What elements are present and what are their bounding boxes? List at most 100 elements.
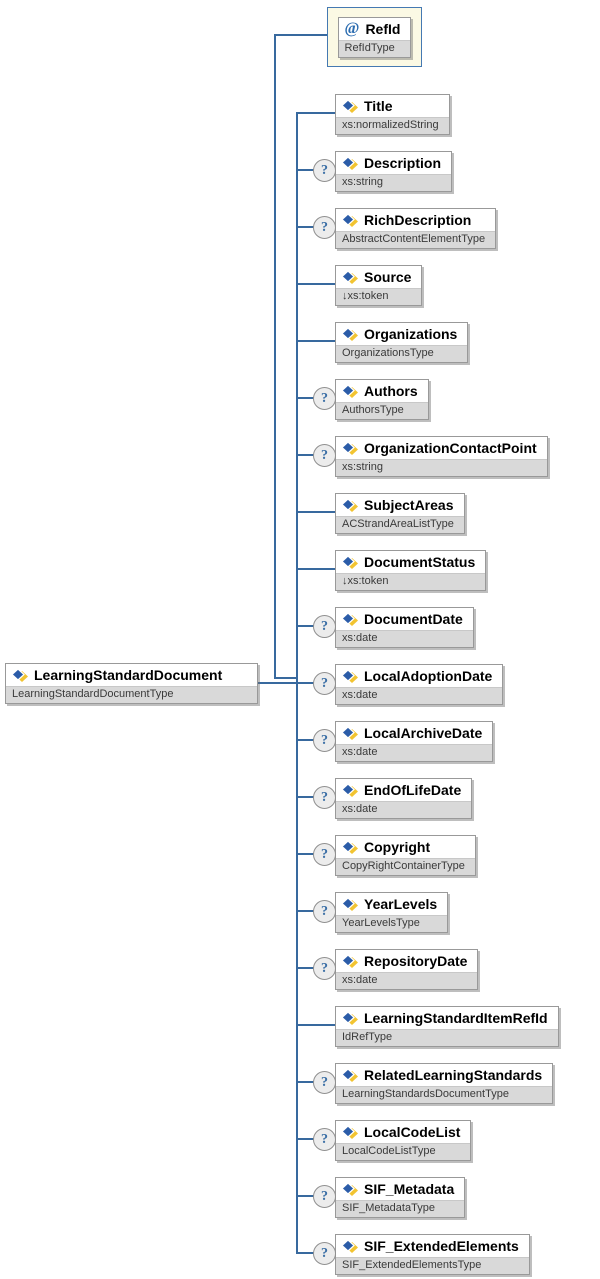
element-node-OrganizationContactPoint: ? OrganizationContactPoint xs:string bbox=[296, 436, 548, 477]
optional-icon: ? bbox=[313, 1185, 336, 1208]
element-box[interactable]: YearLevels YearLevelsType bbox=[335, 892, 449, 933]
connector-stub bbox=[296, 340, 335, 342]
element-icon bbox=[342, 384, 358, 398]
element-name: Source bbox=[364, 269, 412, 285]
element-type: CopyRightContainerType bbox=[336, 858, 475, 875]
element-icon bbox=[342, 897, 358, 911]
element-type: xs:date bbox=[336, 744, 493, 761]
element-icon bbox=[342, 1182, 358, 1196]
element-node-DocumentStatus: DocumentStatus ↓xs:token bbox=[296, 550, 487, 591]
element-name: Title bbox=[364, 98, 393, 114]
connector-stub bbox=[296, 283, 335, 285]
element-icon bbox=[342, 1011, 358, 1025]
element-type: AbstractContentElementType bbox=[336, 231, 496, 248]
element-node-SIF_Metadata: ? SIF_Metadata SIF_MetadataType bbox=[296, 1177, 466, 1218]
element-box[interactable]: Authors AuthorsType bbox=[335, 379, 429, 420]
element-icon bbox=[342, 99, 358, 113]
element-type: YearLevelsType bbox=[336, 915, 448, 932]
element-node-Title: Title xs:normalizedString bbox=[296, 94, 450, 135]
element-box[interactable]: SIF_Metadata SIF_MetadataType bbox=[335, 1177, 466, 1218]
element-name: LocalCodeList bbox=[364, 1124, 461, 1140]
element-icon bbox=[12, 668, 28, 682]
element-box[interactable]: Title xs:normalizedString bbox=[335, 94, 450, 135]
element-name: RelatedLearningStandards bbox=[364, 1067, 543, 1083]
element-node-Source: Source ↓xs:token bbox=[296, 265, 423, 306]
element-name: DocumentStatus bbox=[364, 554, 476, 570]
element-icon bbox=[342, 441, 358, 455]
element-box[interactable]: Organizations OrganizationsType bbox=[335, 322, 469, 363]
root-element-node: LearningStandardDocument LearningStandar… bbox=[5, 663, 258, 704]
element-box[interactable]: RelatedLearningStandards LearningStandar… bbox=[335, 1063, 554, 1104]
element-type: xs:date bbox=[336, 687, 503, 704]
connector-stub bbox=[296, 1024, 335, 1026]
connector-attribute-jog bbox=[274, 677, 298, 679]
element-box[interactable]: OrganizationContactPoint xs:string bbox=[335, 436, 548, 477]
element-node-Copyright: ? Copyright CopyRightContainerType bbox=[296, 835, 476, 876]
element-type: IdRefType bbox=[336, 1029, 558, 1046]
optional-icon: ? bbox=[313, 615, 336, 638]
element-node-LearningStandardItemRefId: LearningStandardItemRefId IdRefType bbox=[296, 1006, 559, 1047]
element-icon bbox=[342, 498, 358, 512]
element-box[interactable]: DocumentDate xs:date bbox=[335, 607, 474, 648]
root-element-box[interactable]: LearningStandardDocument LearningStandar… bbox=[5, 663, 258, 704]
element-box[interactable]: LearningStandardItemRefId IdRefType bbox=[335, 1006, 559, 1047]
optional-icon: ? bbox=[313, 444, 336, 467]
element-type: xs:date bbox=[336, 630, 473, 647]
element-icon bbox=[342, 783, 358, 797]
attribute-box[interactable]: @ RefId RefIdType bbox=[337, 17, 412, 58]
element-name: RichDescription bbox=[364, 212, 472, 228]
element-type: xs:date bbox=[336, 801, 472, 818]
element-icon bbox=[342, 612, 358, 626]
element-type: SIF_MetadataType bbox=[336, 1200, 465, 1217]
element-icon bbox=[342, 1125, 358, 1139]
element-type: xs:normalizedString bbox=[336, 117, 449, 134]
element-box[interactable]: SIF_ExtendedElements SIF_ExtendedElement… bbox=[335, 1234, 530, 1275]
element-box[interactable]: SubjectAreas ACStrandAreaListType bbox=[335, 493, 465, 534]
element-box[interactable]: RepositoryDate xs:date bbox=[335, 949, 479, 990]
element-name: Copyright bbox=[364, 839, 431, 855]
element-type: LocalCodeListType bbox=[336, 1143, 471, 1160]
element-node-RelatedLearningStandards: ? RelatedLearningStandards LearningStand… bbox=[296, 1063, 554, 1104]
element-name: SIF_ExtendedElements bbox=[364, 1238, 519, 1254]
element-box[interactable]: LocalArchiveDate xs:date bbox=[335, 721, 494, 762]
element-box[interactable]: RichDescription AbstractContentElementTy… bbox=[335, 208, 497, 249]
element-name: SubjectAreas bbox=[364, 497, 454, 513]
element-icon bbox=[342, 954, 358, 968]
element-icon bbox=[342, 327, 358, 341]
element-type: OrganizationsType bbox=[336, 345, 468, 362]
element-type: ↓xs:token bbox=[336, 573, 486, 590]
optional-icon: ? bbox=[313, 216, 336, 239]
element-name: LocalArchiveDate bbox=[364, 725, 483, 741]
connector-stub bbox=[296, 112, 335, 114]
optional-icon: ? bbox=[313, 900, 336, 923]
element-icon bbox=[342, 555, 358, 569]
element-node-LocalCodeList: ? LocalCodeList LocalCodeListType bbox=[296, 1120, 472, 1161]
optional-icon: ? bbox=[313, 957, 336, 980]
element-node-SubjectAreas: SubjectAreas ACStrandAreaListType bbox=[296, 493, 465, 534]
element-name: Description bbox=[364, 155, 442, 171]
element-box[interactable]: DocumentStatus ↓xs:token bbox=[335, 550, 487, 591]
element-box[interactable]: Description xs:string bbox=[335, 151, 453, 192]
element-icon bbox=[342, 669, 358, 683]
element-node-LocalAdoptionDate: ? LocalAdoptionDate xs:date bbox=[296, 664, 504, 705]
element-type: xs:string bbox=[336, 459, 547, 476]
optional-icon: ? bbox=[313, 786, 336, 809]
element-name: LocalAdoptionDate bbox=[364, 668, 493, 684]
attribute-panel: @ RefId RefIdType bbox=[327, 7, 422, 67]
attribute-type: RefIdType bbox=[338, 40, 411, 57]
element-name: DocumentDate bbox=[364, 611, 463, 627]
element-name: RepositoryDate bbox=[364, 953, 468, 969]
element-type: AuthorsType bbox=[336, 402, 428, 419]
element-node-LocalArchiveDate: ? LocalArchiveDate xs:date bbox=[296, 721, 494, 762]
element-box[interactable]: LocalAdoptionDate xs:date bbox=[335, 664, 504, 705]
element-icon bbox=[342, 1068, 358, 1082]
optional-icon: ? bbox=[313, 1242, 336, 1265]
optional-icon: ? bbox=[313, 729, 336, 752]
element-box[interactable]: Copyright CopyRightContainerType bbox=[335, 835, 476, 876]
element-box[interactable]: LocalCodeList LocalCodeListType bbox=[335, 1120, 472, 1161]
element-node-EndOfLifeDate: ? EndOfLifeDate xs:date bbox=[296, 778, 473, 819]
element-box[interactable]: EndOfLifeDate xs:date bbox=[335, 778, 473, 819]
optional-icon: ? bbox=[313, 1071, 336, 1094]
element-box[interactable]: Source ↓xs:token bbox=[335, 265, 423, 306]
root-element-type: LearningStandardDocumentType bbox=[6, 686, 257, 703]
